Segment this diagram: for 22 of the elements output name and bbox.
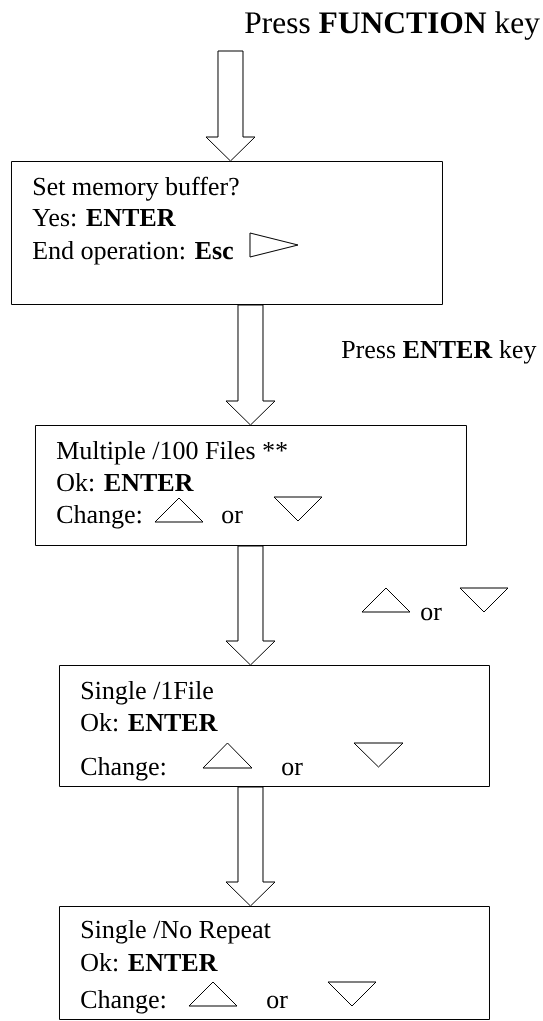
prompt-text: Ok: ENTER: [81, 712, 218, 732]
prompt-text: Change:: [81, 756, 165, 781]
edge-label: Press ENTER key: [340, 338, 538, 365]
prompt-text: Single /1File: [81, 680, 213, 705]
prompt-text: Ok: ENTER: [57, 472, 194, 492]
prompt-text: Yes: ENTER: [32, 209, 176, 227]
prompt-text: or: [267, 995, 288, 1009]
prompt-text: or: [282, 762, 303, 776]
prompt-text: Set memory buffer?: [33, 176, 239, 201]
block-arrow: [205, 50, 256, 162]
prompt-text: Multiple /100 Files **: [56, 440, 287, 465]
block-arrow: [225, 304, 276, 426]
key-hint-text: or: [421, 607, 442, 621]
prompt-text: End operation: Esc: [32, 241, 233, 265]
block-arrow: [225, 545, 276, 666]
instruction-text: Press FUNCTION key: [245, 11, 540, 40]
prompt-text: Ok: ENTER: [81, 952, 218, 972]
prompt-text: Change:: [81, 989, 165, 1014]
prompt-text: Change:: [57, 504, 141, 529]
prompt-text: Single /No Repeat: [81, 919, 271, 944]
prompt-text: or: [222, 510, 243, 524]
block-arrow: [225, 786, 276, 907]
